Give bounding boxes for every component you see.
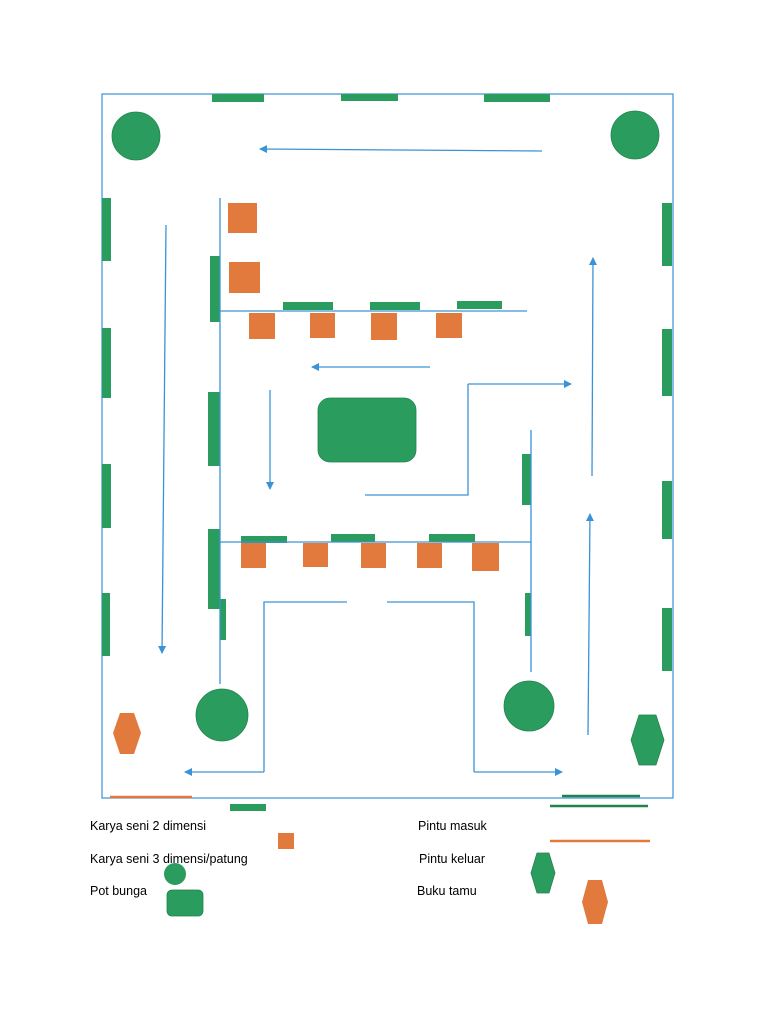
legend-planter-swatch [166, 889, 204, 917]
art-2d-panel [208, 529, 220, 609]
art-2d-group [102, 94, 672, 811]
sculpture [310, 313, 335, 338]
art-2d-panel [522, 454, 531, 505]
inner-walls [219, 198, 532, 772]
art-2d-panel [484, 94, 550, 102]
legend-label-art-2d: Karya seni 2 dimensi [90, 819, 206, 833]
art-2d-panel [208, 392, 220, 466]
art-2d-panel [210, 256, 220, 322]
legend-green-hexagon-swatch [530, 852, 556, 894]
art-2d-panel [662, 203, 672, 266]
sculpture [229, 262, 260, 293]
art-2d-panel [662, 608, 672, 671]
flow-arrow [259, 145, 543, 154]
art-2d-panel [457, 301, 502, 309]
legend-orange-hexagon-swatch [582, 880, 608, 924]
art-2d-panel [525, 593, 531, 636]
wall-line [263, 601, 347, 772]
legend-art-3d-swatch [278, 833, 294, 849]
guest-book-orange-hexagon [113, 713, 141, 754]
art-2d-panel [241, 536, 287, 543]
sculpture [472, 543, 499, 571]
flow-arrows [158, 145, 597, 776]
sculpture [303, 543, 328, 567]
art-2d-panel [283, 302, 333, 310]
art-2d-panel [429, 534, 475, 542]
sculpture [371, 313, 397, 340]
art-3d-group [228, 203, 499, 571]
art-2d-panel [341, 94, 398, 101]
sculpture [241, 543, 266, 568]
legend-flower-pot-swatch [164, 863, 186, 885]
art-2d-panel [230, 804, 266, 811]
legend-label-entrance: Pintu masuk [418, 819, 488, 833]
legend-label-flower-pot: Pot bunga [90, 884, 147, 898]
art-2d-panel [662, 329, 672, 396]
guest-book-green-hexagon [630, 714, 665, 766]
flow-arrow [158, 224, 167, 654]
art-2d-panel [220, 599, 226, 640]
art-2d-panel [102, 328, 111, 398]
art-2d-panel [331, 534, 375, 542]
sculpture [249, 313, 275, 339]
legend-label-art-3d: Karya seni 3 dimensi/patung [90, 852, 248, 866]
legend: Karya seni 2 dimensi Karya seni 3 dimens… [90, 804, 650, 924]
flower-pot [195, 688, 249, 742]
sculpture [436, 313, 462, 338]
flower-pot [503, 680, 555, 732]
sculpture [417, 543, 442, 568]
art-2d-panel [102, 464, 111, 528]
art-2d-panel [370, 302, 420, 310]
legend-label-exit: Pintu keluar [419, 852, 485, 866]
central-planter [317, 397, 417, 463]
art-2d-panel [102, 198, 111, 261]
sculpture [361, 543, 386, 568]
flower-pot [111, 111, 161, 161]
art-2d-panel [662, 481, 672, 539]
legend-label-guest-book: Buku tamu [417, 884, 477, 898]
flower-pot-group [111, 110, 660, 742]
art-2d-panel [102, 593, 110, 656]
wall-line [365, 384, 469, 496]
sculpture [228, 203, 257, 233]
flower-pot [610, 110, 660, 160]
flow-arrow [588, 257, 597, 477]
flow-arrow [585, 513, 594, 736]
art-2d-panel [212, 94, 264, 102]
wall-line [387, 601, 475, 772]
